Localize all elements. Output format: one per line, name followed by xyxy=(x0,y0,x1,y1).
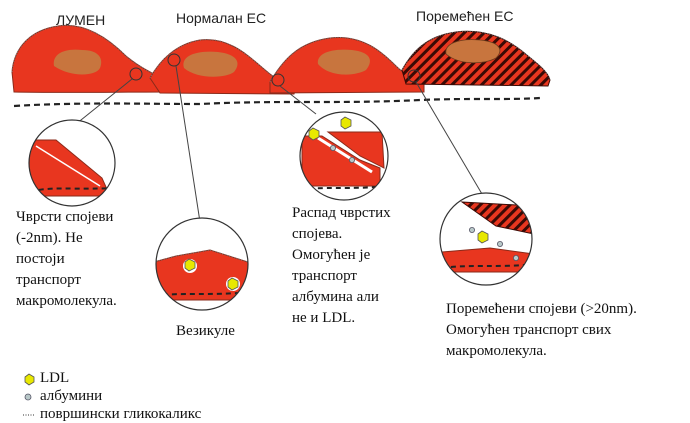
ldl-particle xyxy=(184,258,239,291)
zoom-junction-breakdown xyxy=(299,111,389,201)
legend-label: албумини xyxy=(40,388,103,404)
caption-line: транспорт xyxy=(16,272,81,288)
endothelial-cell-1 xyxy=(11,24,169,93)
zoom-damaged-junctions xyxy=(439,192,533,286)
junction-marker-1 xyxy=(129,67,143,81)
legend-label: LDL xyxy=(40,370,70,386)
caption-line: постоји xyxy=(16,251,65,267)
basement-membrane-line xyxy=(13,96,541,108)
pointer-lines xyxy=(75,65,483,223)
junction-marker-2 xyxy=(167,53,181,67)
caption-line: Омогућен транспорт свих xyxy=(446,322,612,338)
caption-line: Поремећени спојеви (>20nm). xyxy=(446,301,637,317)
caption-line: макромолекула. xyxy=(446,343,547,359)
caption-line: Омогућен је xyxy=(292,247,371,263)
ldl-icon xyxy=(24,373,35,386)
caption-line: албумина али xyxy=(292,289,379,305)
glycocalyx-icon xyxy=(23,414,35,416)
endothelial-cell-3 xyxy=(269,36,425,94)
legend-label: површински гликокаликс xyxy=(40,406,202,422)
header-normal-ec: Нормалан ЕС xyxy=(176,10,267,26)
junction-marker-4 xyxy=(407,69,421,83)
endothelial-cell-2 xyxy=(149,39,297,95)
header-damaged-ec: Поремећен ЕС xyxy=(416,8,514,24)
zoom-vesicles xyxy=(155,217,249,311)
header-lumen: ЛУМЕН xyxy=(56,12,106,28)
caption-line: транспорт xyxy=(292,268,357,284)
junction-marker-3 xyxy=(271,73,285,87)
caption-vesicles: Везикуле xyxy=(176,323,235,339)
caption-line: Чврсти спојеви xyxy=(16,209,114,225)
caption-line: Распад чврстих xyxy=(292,205,391,221)
damaged-endothelial-cell xyxy=(401,30,551,87)
zoom-tight-junctions xyxy=(28,119,116,207)
albumin-icon xyxy=(24,393,32,401)
caption-line: не и LDL. xyxy=(292,310,356,326)
caption-line: спојева. xyxy=(292,226,343,242)
caption-line: (-2nm). Не xyxy=(16,230,83,246)
caption-line: макромолекула. xyxy=(16,293,117,309)
